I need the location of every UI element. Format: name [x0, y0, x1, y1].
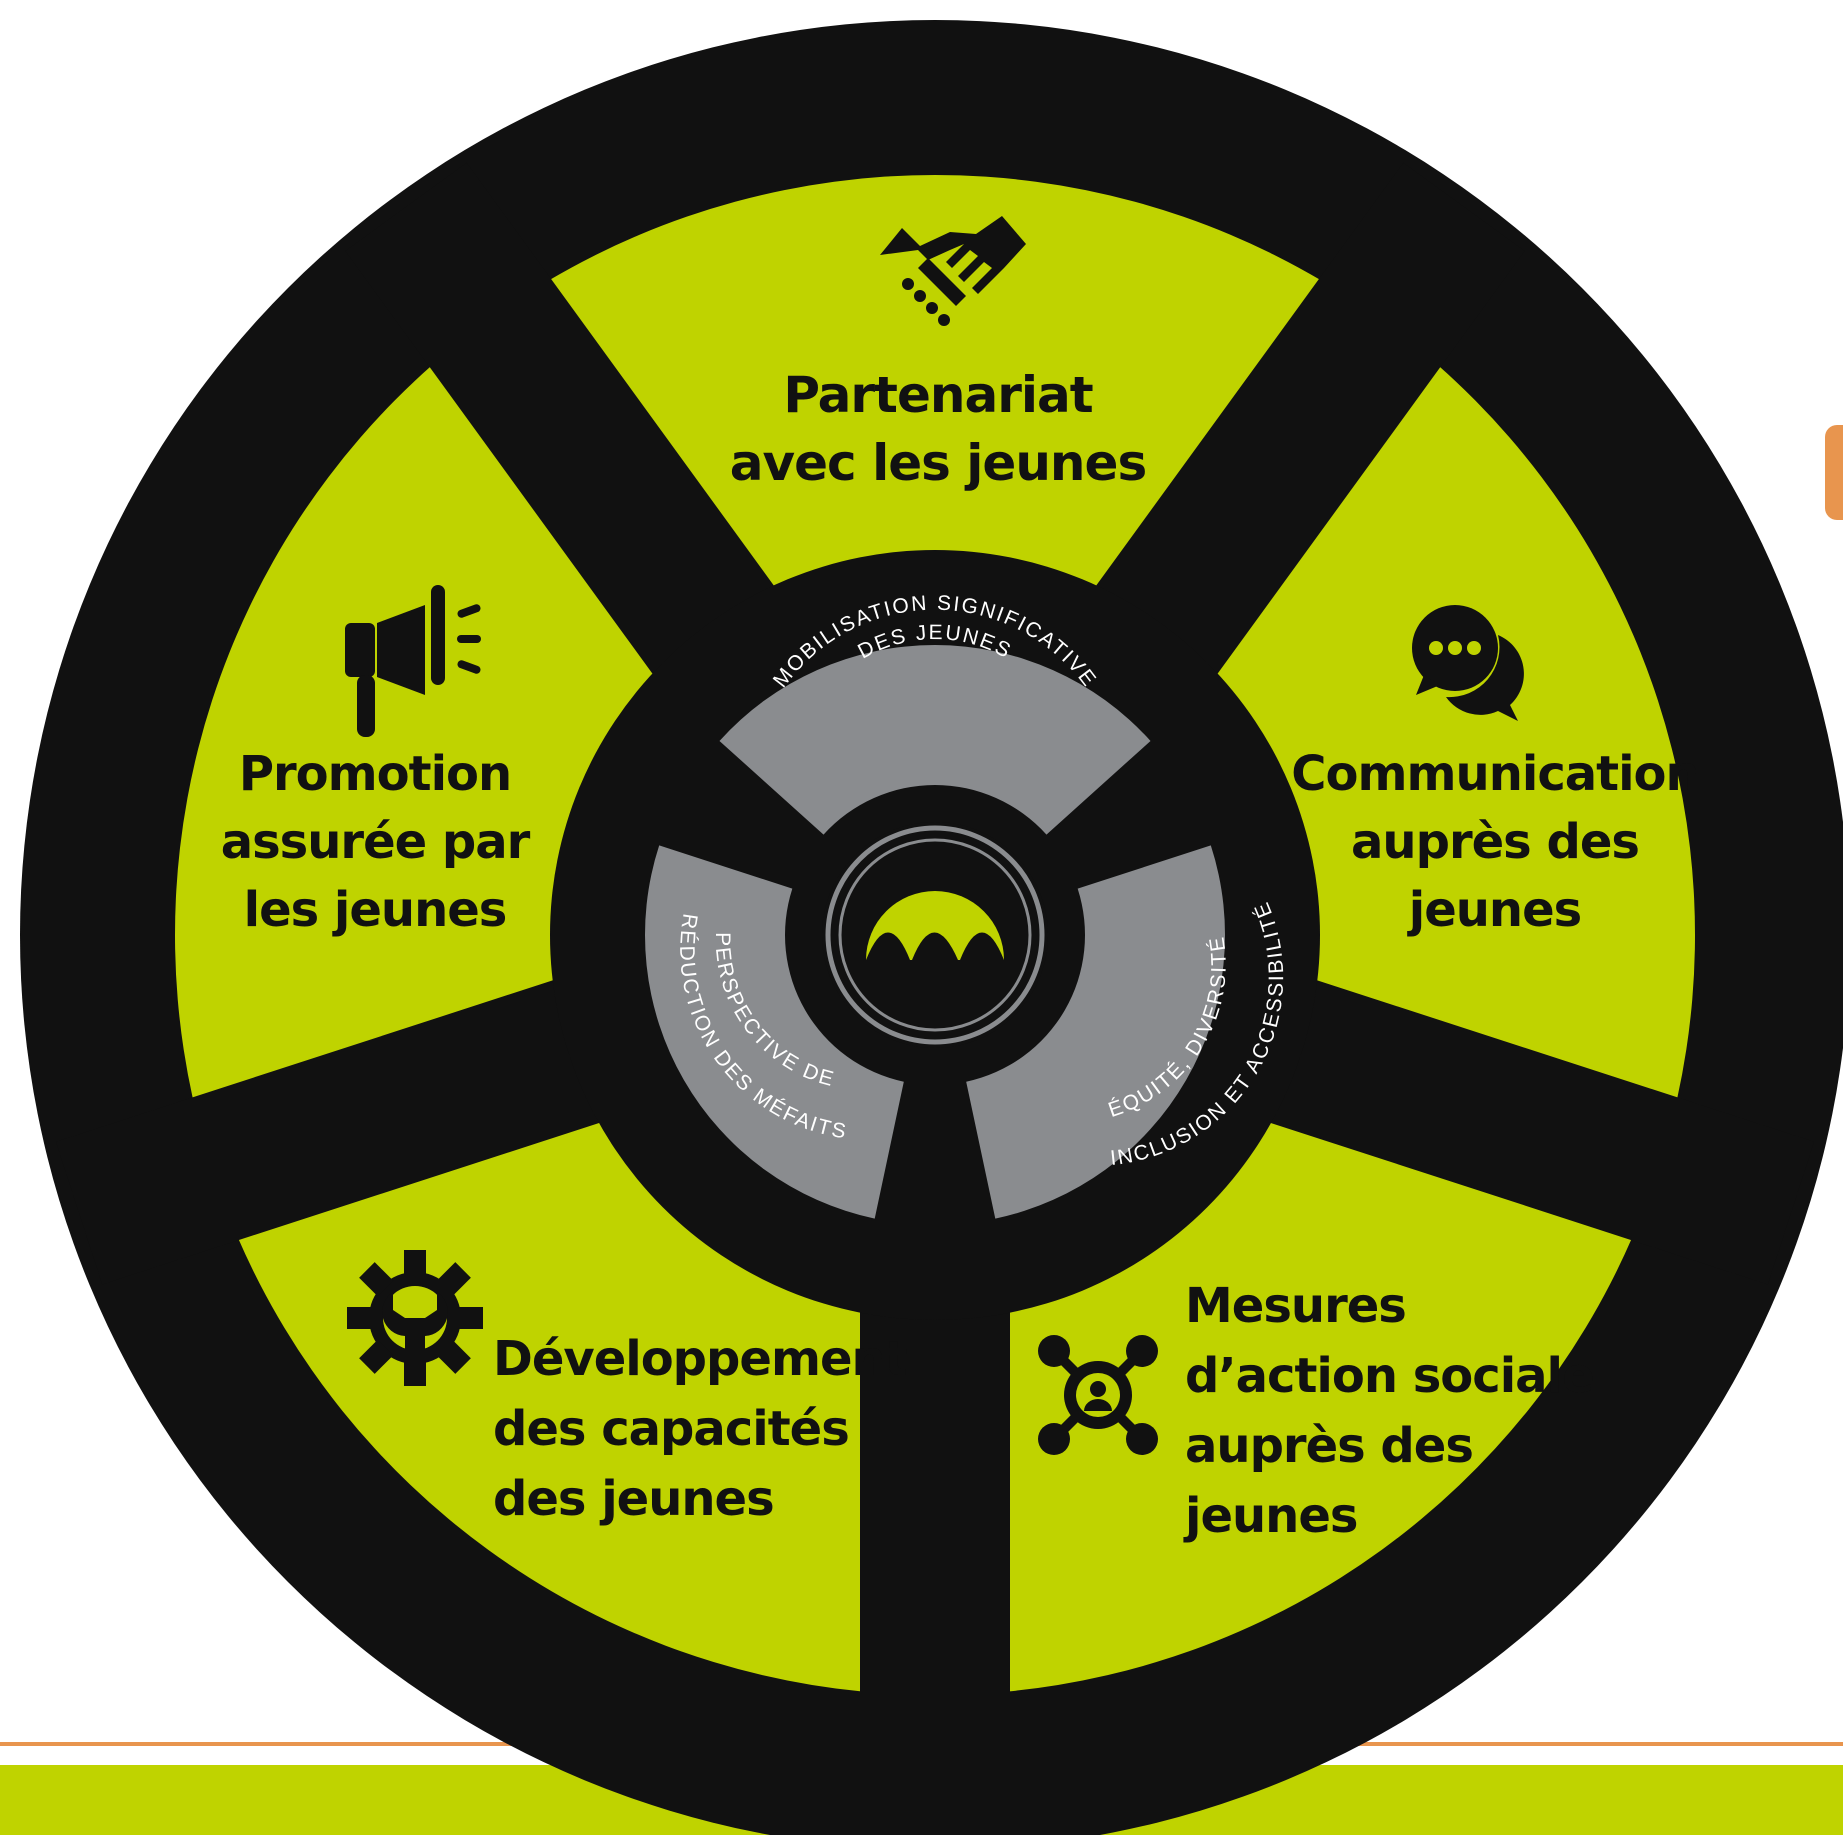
network-person-icon [1038, 1335, 1158, 1455]
segment-title-communication-line: jeunes [1407, 882, 1581, 938]
ring-segment-mobilisation [719, 645, 1151, 835]
ring-segment-equite [966, 845, 1225, 1219]
segment-mesures [970, 1082, 1632, 1692]
segment-title-communication-line: auprès des [1351, 814, 1639, 870]
segment-title-promotion: Promotion assurée par les jeunes [221, 746, 531, 938]
segment-partenariat [549, 175, 1321, 617]
segment-developpement [238, 1082, 900, 1692]
segment-title-developpement-line: Développement [493, 1331, 907, 1387]
orange-side-tab [1825, 425, 1843, 520]
center-outer-ring [825, 825, 1045, 1045]
spoke-2 [1197, 956, 1815, 1285]
segment-title-partenariat: Partenariat avec les jeunes [730, 366, 1146, 492]
chat-bubbles-icon [1412, 605, 1524, 721]
arches-logo-icon [866, 891, 1004, 960]
segment-title-mesures: Mesures d’action sociale auprès des jeunes [1183, 1278, 1594, 1544]
segment-title-promotion-line: assurée par [221, 814, 531, 870]
segment-title-mesures-line: d’action sociale [1185, 1348, 1594, 1404]
segment-title-partenariat-line: avec les jeunes [730, 434, 1146, 492]
megaphone-icon [345, 585, 481, 737]
segment-title-developpement-line: des capacités [493, 1401, 849, 1457]
ring-segment-perspective [645, 845, 904, 1219]
handshake-icon [880, 216, 1026, 326]
gear-wrench-icon [347, 1250, 483, 1386]
segment-title-partenariat-line: Partenariat [783, 366, 1092, 424]
segment-title-communication-line: Communication [1291, 746, 1698, 802]
segment-title-mesures-line: auprès des [1185, 1418, 1473, 1474]
segment-title-promotion-line: Promotion [239, 746, 511, 802]
segment-title-communication: Communication auprès des jeunes [1291, 746, 1698, 938]
segment-title-promotion-line: les jeunes [244, 882, 507, 938]
segment-title-mesures-line: Mesures [1185, 1278, 1406, 1334]
spoke-1 [1050, 162, 1525, 737]
spoke-4 [55, 956, 673, 1285]
center-inner-ring [838, 838, 1032, 1032]
segment-title-developpement: Développement des capacités des jeunes [493, 1331, 907, 1527]
segment-title-mesures-line: jeunes [1183, 1488, 1357, 1544]
spoke-5 [345, 162, 820, 737]
segment-title-developpement-line: des jeunes [493, 1471, 774, 1527]
